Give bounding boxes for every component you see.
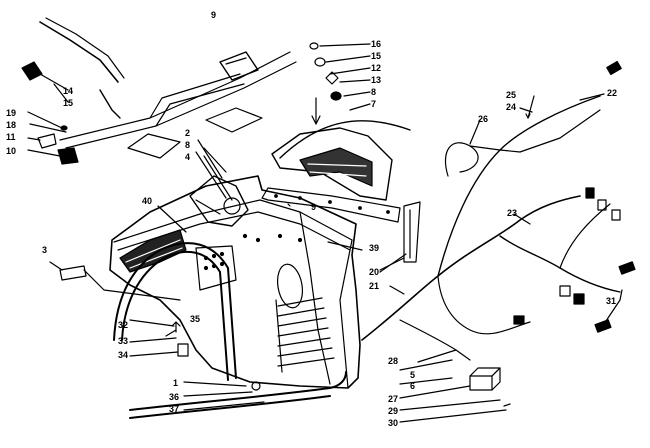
callout-32: 31 [606,296,617,306]
decals [59,107,263,301]
callout-17: 15 [371,51,382,61]
callout-8-top: 8 [371,87,377,97]
callout-20: 19 [6,108,17,118]
callout-3: 3 [42,245,48,255]
callout-30: 29 [388,406,399,416]
callout-18: 16 [371,39,382,49]
callout-2: 2 [185,128,191,138]
callout-8: 8 [185,140,191,150]
callout-37: 36 [169,392,180,402]
callout-11: 10 [6,146,17,156]
callout-40: 40 [142,196,153,206]
callout-14: 13 [371,75,382,85]
hood-strap [113,242,237,381]
callout-1: 1 [173,378,179,388]
callout-13: 12 [371,63,382,73]
callout-12: 11 [6,132,16,142]
callout-34: 33 [118,336,129,346]
callout-25: 24 [506,102,517,112]
callout-22: 21 [369,281,380,291]
wiring-harness [361,60,636,423]
callout-31: 30 [388,418,399,428]
callout-39: 39 [369,243,380,253]
callout-5: 5 [410,370,416,380]
callout-29: 28 [388,356,399,366]
callout-38: 37 [169,404,180,414]
lower-hardware [49,147,407,419]
callout-28: 27 [388,394,399,404]
callout-35: 34 [118,350,129,360]
callout-9: 9 [311,202,317,212]
callout-33: 32 [118,320,129,330]
callout-10: 9 [211,10,217,20]
callout-4: 4 [185,152,191,162]
callout-23: 22 [607,88,618,98]
handlebar-assembly [21,17,297,165]
callout-16: 15 [63,98,74,108]
callout-15: 14 [63,86,74,96]
callout-27: 26 [478,114,489,124]
callout-24: 23 [507,208,518,218]
callout-6: 6 [410,381,416,391]
callout-26: 25 [506,90,517,100]
callout-36: 35 [190,314,201,324]
callout-7: 7 [371,99,377,109]
callout-19: 18 [6,120,17,130]
hardware-cluster [309,42,371,125]
dash-panel [261,120,421,263]
intake-hood [189,139,249,227]
belly-pan-body [109,175,361,389]
callout-21: 20 [369,267,380,277]
